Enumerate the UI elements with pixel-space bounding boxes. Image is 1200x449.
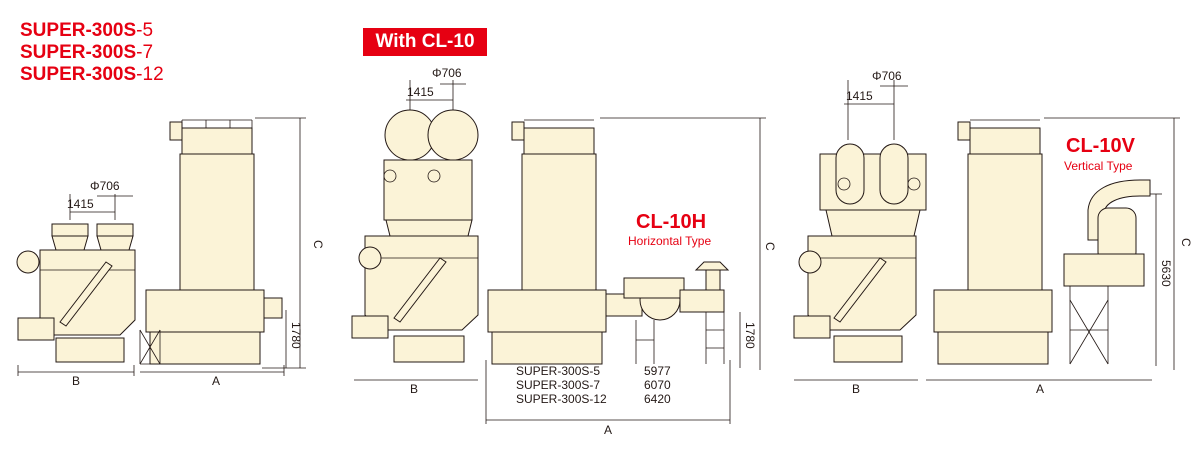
- feeder: [351, 315, 389, 339]
- width-a-label: A: [604, 423, 612, 437]
- tower-railing: [969, 127, 1041, 155]
- hopper: [385, 219, 473, 237]
- feeder: [793, 315, 831, 339]
- model-name: SUPER-300S-7: [20, 42, 154, 63]
- dim-table-value: 5977: [644, 364, 671, 378]
- tower-body: [967, 153, 1043, 291]
- exhaust-duct: [263, 297, 283, 319]
- dryer-base: [937, 331, 1049, 365]
- tower-body: [521, 153, 597, 291]
- blower: [358, 246, 382, 270]
- dryer-base: [149, 331, 261, 365]
- base-unit: [393, 335, 465, 363]
- cl10h-view: CL-10H Horizontal Type Φ706 1415 C 1780 …: [351, 66, 777, 437]
- base-unit: [833, 335, 903, 363]
- phi-706-label: Φ706: [432, 66, 462, 80]
- cyclone-cone: [96, 235, 134, 251]
- pitch-1415-label: 1415: [67, 197, 94, 211]
- height-c-label: C: [763, 242, 777, 251]
- tower-railing: [181, 127, 253, 155]
- discharge-chute: [833, 257, 887, 323]
- tower-head: [169, 121, 183, 141]
- width-b-label: B: [72, 374, 80, 388]
- dryer-lower: [487, 289, 607, 333]
- width-a-label: A: [212, 374, 220, 388]
- cl10v-subtitle: Vertical Type: [1064, 159, 1133, 173]
- cyclone-cone: [51, 235, 89, 251]
- dryer-base: [491, 331, 603, 365]
- tower-head: [957, 121, 971, 141]
- dim-table-model: SUPER-300S-5: [516, 364, 600, 378]
- cyclone-head: [427, 109, 479, 161]
- cyclone-top: [51, 223, 89, 237]
- base-unit: [55, 337, 125, 363]
- hopper: [825, 209, 921, 237]
- tower-head: [511, 121, 525, 141]
- dryer-lower: [933, 289, 1053, 333]
- phi-706-label: Φ706: [90, 179, 120, 193]
- cyclone-head: [835, 143, 865, 205]
- cl10v-view: CL-10V Vertical Type Φ706 1415 C 5630 B …: [793, 69, 1193, 396]
- cl10h-subtitle: Horizontal Type: [628, 234, 711, 248]
- stack: [705, 269, 721, 291]
- cl10v-title: CL-10V: [1066, 135, 1136, 157]
- height-c-label: C: [311, 240, 325, 249]
- cl10h-cyclone: [679, 289, 725, 313]
- dryer-lower: [145, 289, 265, 333]
- model-name: SUPER-300S-5: [20, 20, 154, 41]
- fan-housing: [623, 277, 685, 299]
- tower-body: [179, 153, 255, 291]
- cl10h-cap: [694, 261, 730, 271]
- phi-706-label: Φ706: [872, 69, 902, 83]
- model-list: SUPER-300S-5 SUPER-300S-7 SUPER-300S-12: [20, 20, 164, 86]
- cyclone-frame: [383, 159, 473, 221]
- discharge-chute: [393, 257, 447, 323]
- blower: [16, 250, 40, 274]
- feeder: [17, 317, 55, 341]
- cl10h-title: CL-10H: [636, 211, 706, 233]
- pitch-1415-label: 1415: [846, 89, 873, 103]
- height-1780-label: 1780: [289, 322, 303, 349]
- discharge-chute: [59, 261, 113, 327]
- width-b-label: B: [852, 382, 860, 396]
- dim-table-value: 6070: [644, 378, 671, 392]
- width-a-label: A: [1036, 382, 1044, 396]
- height-c-label: C: [1179, 238, 1193, 247]
- blower: [798, 250, 822, 274]
- cyclone-top: [96, 223, 134, 237]
- dim-table-model: SUPER-300S-12: [516, 392, 607, 406]
- pitch-1415-label: 1415: [407, 85, 434, 99]
- height-1780-label: 1780: [743, 322, 757, 349]
- base-machine-view: Φ706 1415 C 1780 B A: [16, 117, 325, 388]
- tower-railing: [523, 127, 595, 155]
- dim-table-value: 6420: [644, 392, 671, 406]
- with-cl10-badge: With CL-10: [363, 28, 487, 56]
- model-name: SUPER-300S-12: [20, 64, 164, 85]
- height-5630-label: 5630: [1159, 260, 1173, 287]
- cyclone-head: [879, 143, 909, 205]
- dim-table-model: SUPER-300S-7: [516, 378, 600, 392]
- width-b-label: B: [410, 382, 418, 396]
- cl10v-platform: [1063, 253, 1145, 287]
